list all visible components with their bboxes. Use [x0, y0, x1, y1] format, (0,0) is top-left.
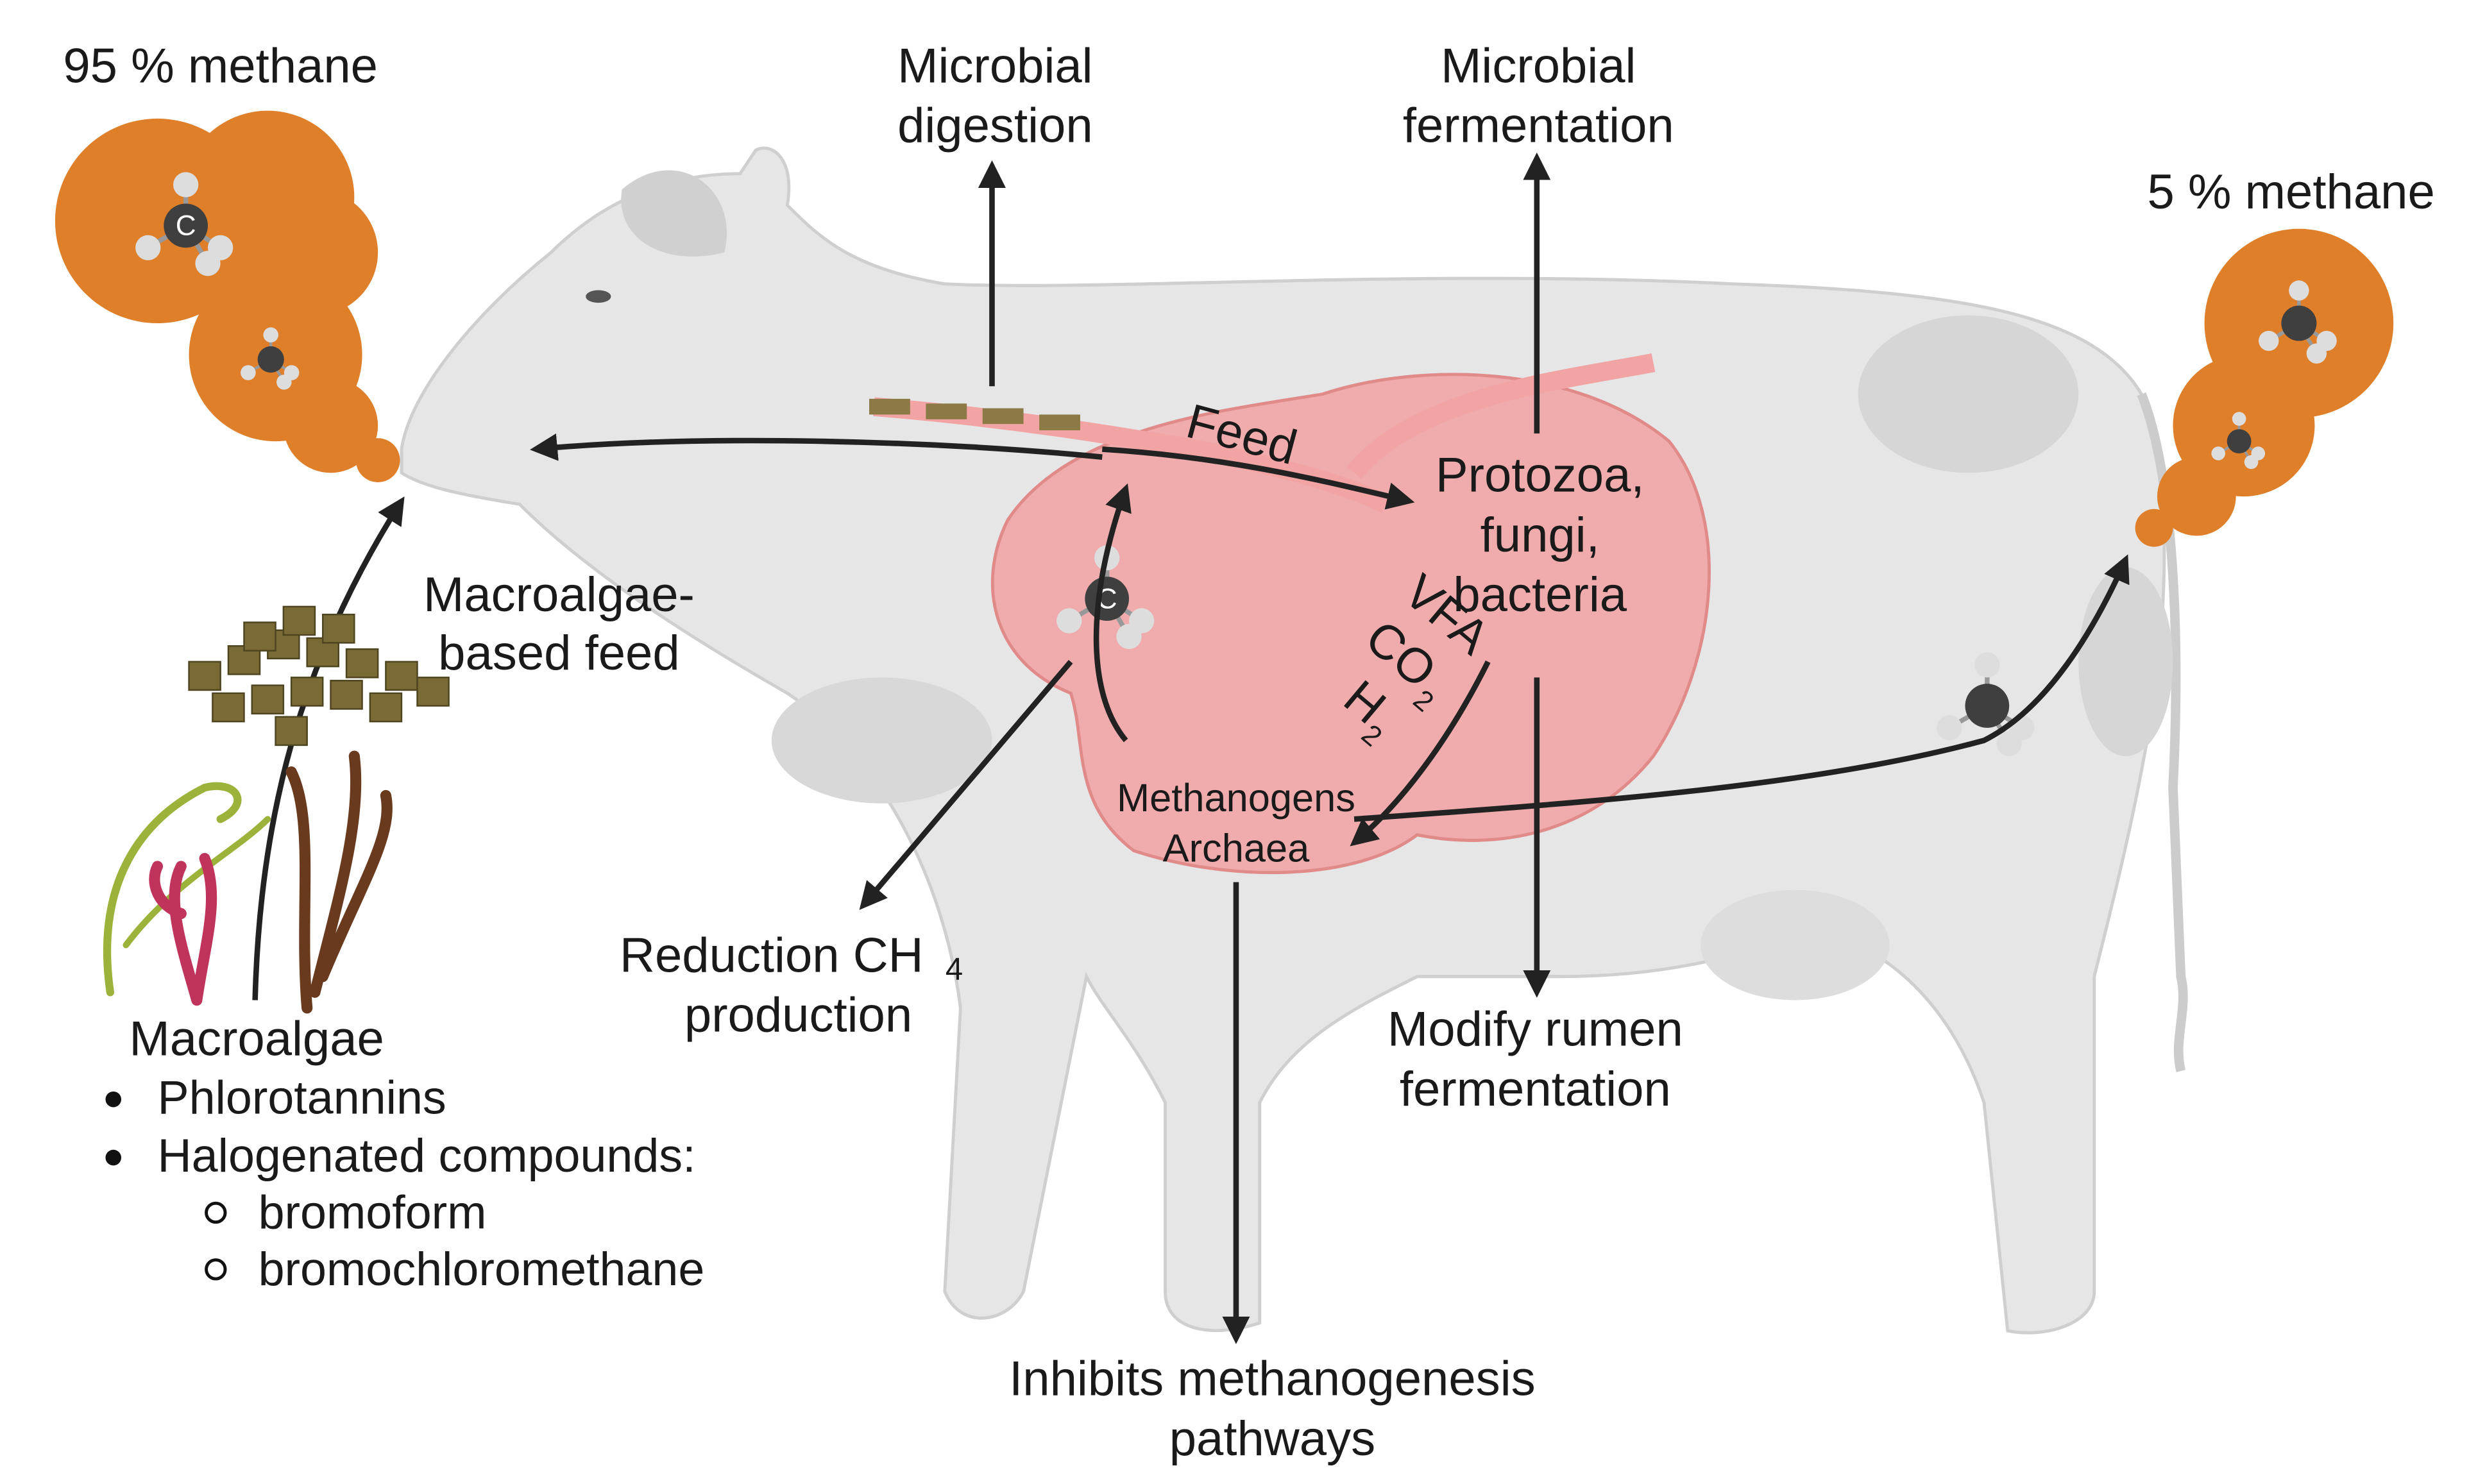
methanogens-label-2: Archaea: [1163, 827, 1310, 871]
microbes-label-1: Protozoa,: [1436, 448, 1645, 503]
list-item: Phlorotannins: [157, 1070, 446, 1124]
svg-text:Reduction CH: Reduction CH: [620, 928, 924, 982]
macroalgae-feed-label-2: based feed: [438, 626, 680, 680]
macroalgae-heading: Macroalgae: [129, 1011, 384, 1066]
list-item: bromochloromethane: [259, 1242, 705, 1295]
macroalgae-pellets-icon: [188, 605, 450, 746]
svg-text:production: production: [684, 988, 912, 1043]
methane-cloud-rear: [2135, 228, 2394, 547]
svg-text:4: 4: [946, 952, 963, 987]
methane-rear-label: 5 % methane: [2147, 165, 2434, 219]
inhibits-label-2: pathways: [1169, 1412, 1375, 1466]
methanogens-label-1: Methanogens: [1117, 776, 1355, 820]
microbial-digestion-label-2: digestion: [897, 99, 1093, 153]
reduction-label: Reduction CH 4 production: [620, 928, 963, 1042]
microbial-digestion-label-1: Microbial: [897, 38, 1092, 93]
inhibits-label-1: Inhibits methanogenesis: [1009, 1352, 1535, 1406]
list-item: Halogenated compounds:: [157, 1129, 695, 1182]
feed-boluses: [869, 398, 1080, 430]
macroalgae-list: Macroalgae Phlorotannins Halogenated com…: [105, 1011, 704, 1295]
microbial-fermentation-label-1: Microbial: [1441, 38, 1636, 93]
methane-cloud-front: [55, 110, 400, 482]
microbial-fermentation-label-2: fermentation: [1403, 99, 1674, 153]
carbon-atom-label: C: [176, 210, 196, 242]
macroalgae-feed-label-1: Macroalgae-: [423, 568, 695, 622]
modify-label-2: fermentation: [1400, 1062, 1671, 1117]
microbes-label-2: fungi,: [1481, 508, 1600, 562]
list-item: bromoform: [259, 1186, 487, 1239]
modify-label-1: Modify rumen: [1387, 1002, 1683, 1057]
methane-front-label: 95 % methane: [63, 38, 378, 93]
seaweed-icon: [103, 750, 393, 1014]
microbes-label-3: bacteria: [1453, 568, 1627, 622]
